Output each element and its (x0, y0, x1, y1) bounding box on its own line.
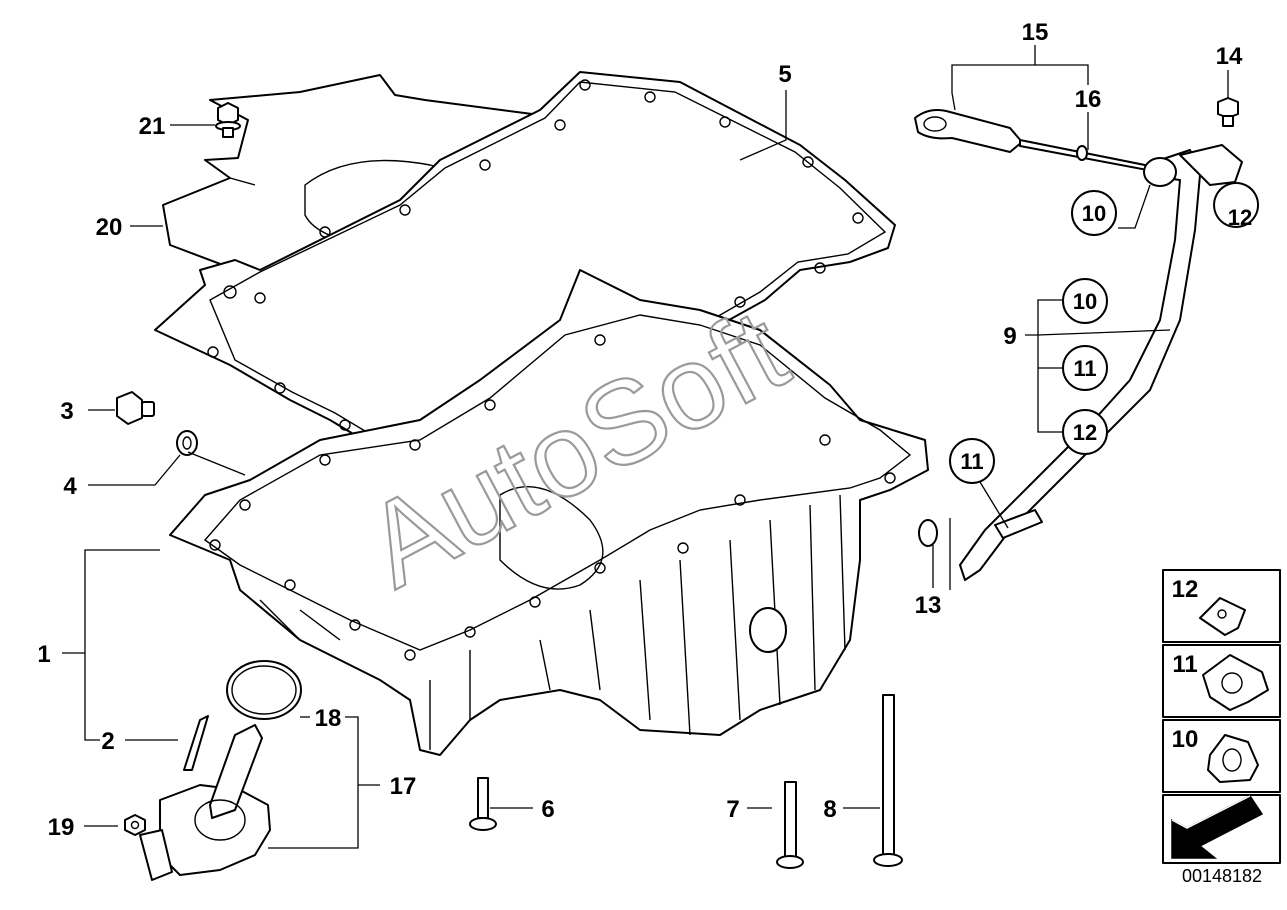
clip-bolt (1217, 97, 1239, 127)
circled-ref-11-group (1062, 345, 1108, 391)
hose-clip-icon (1207, 734, 1259, 783)
circled-ref-11-tube-label: 11 (960, 449, 983, 474)
baffle-bolt (215, 102, 241, 138)
oil-level-sensor (139, 724, 271, 881)
callout-14: 14 (1216, 43, 1243, 70)
callout-1: 1 (37, 641, 50, 668)
seal-ring (176, 430, 198, 456)
callout-21: 21 (139, 113, 166, 140)
circled-ref-10-group-label: 10 (1073, 289, 1097, 314)
callout-15: 15 (1022, 19, 1049, 46)
callout-8: 8 (823, 796, 836, 823)
oil-pan (169, 269, 929, 756)
callout-4: 4 (63, 473, 77, 500)
o-ring (226, 660, 302, 720)
guide-tube-ring (918, 519, 938, 547)
clip-nut-icon (1199, 597, 1246, 636)
circled-ref-10-group (1062, 278, 1108, 324)
callout-2: 2 (101, 728, 114, 755)
grommet-clip-icon (1202, 654, 1269, 711)
legend-row-12-label: 12 (1172, 576, 1199, 603)
bolt-7 (776, 781, 804, 869)
circled-ref-11-group-label: 11 (1073, 356, 1096, 381)
circled-ref-10-top-label: 10 (1082, 201, 1106, 226)
leader-lines (62, 45, 1229, 849)
legend-row-10-label: 10 (1172, 726, 1199, 753)
legend-row-11-label: 11 (1172, 651, 1197, 678)
callout-13: 13 (915, 592, 942, 619)
callout-20: 20 (96, 214, 123, 241)
callout-6: 6 (541, 796, 554, 823)
callout-7: 7 (726, 796, 739, 823)
dipstick-guide-tube (959, 144, 1243, 581)
dipstick-seal (1076, 145, 1088, 161)
hex-nut (124, 814, 146, 836)
circled-ref-10-top (1071, 190, 1117, 236)
circled-ref-12-group (1062, 409, 1108, 455)
callout-9: 9 (1003, 323, 1016, 350)
callout-5: 5 (778, 61, 791, 88)
circled-ref-11-tube (949, 438, 995, 484)
circled-ref-12-top (1213, 182, 1260, 228)
circled-ref-12-top-label: 12 (1228, 205, 1252, 230)
document-number: 00148182 (1182, 866, 1262, 886)
circled-ref-12-group-label: 12 (1073, 420, 1097, 445)
callout-16: 16 (1075, 86, 1102, 113)
callout-18: 18 (315, 705, 342, 732)
circled-callouts: 10 12 10 11 12 11 (949, 182, 1260, 484)
legend-panel: 12 11 10 (1162, 569, 1281, 864)
callout-3: 3 (60, 398, 73, 425)
oil-dipstick (914, 109, 1161, 173)
bolt-6 (469, 777, 497, 831)
callout-19: 19 (48, 814, 75, 841)
bolt-8 (873, 694, 903, 867)
drain-plug (116, 391, 155, 425)
stud (183, 715, 209, 771)
callout-17: 17 (390, 773, 417, 800)
number-callouts: 1 2 3 4 5 6 7 8 9 13 14 15 16 17 18 19 2… (37, 19, 1243, 841)
